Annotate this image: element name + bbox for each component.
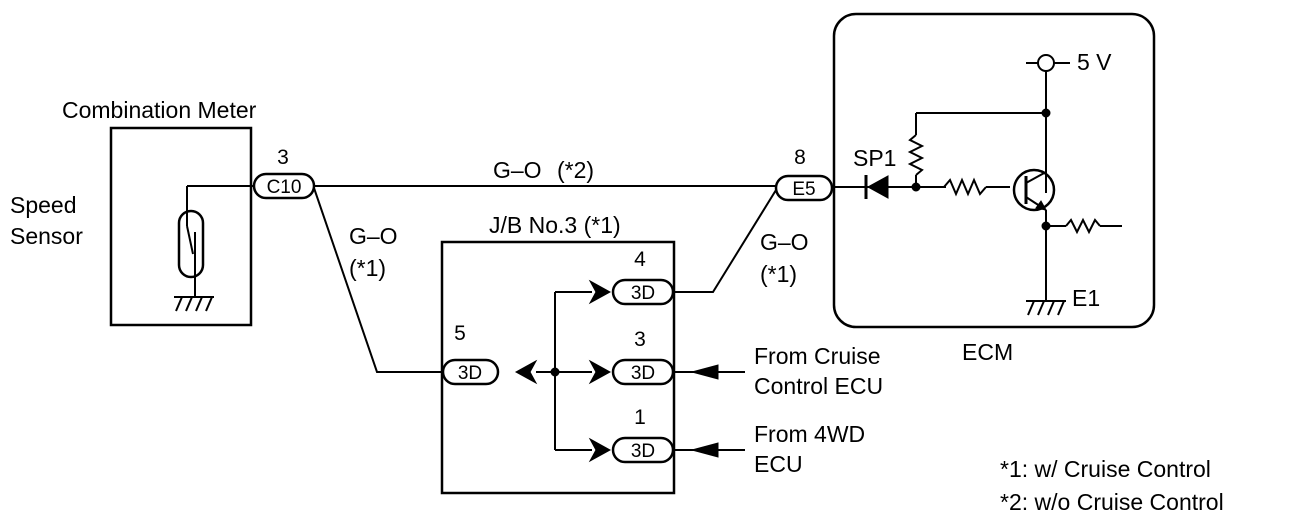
connector-c10-pin: 3 [277, 146, 289, 169]
wire-top-color: G–O [493, 157, 542, 183]
connector-3d-pin1: 1 3D [611, 406, 675, 464]
ground-e1-label: E1 [1072, 285, 1100, 311]
input-arrows [674, 364, 745, 458]
wire-top-note: (*2) [557, 157, 594, 183]
ecm-ground-icon [1026, 300, 1066, 316]
from-cruise-label-line1: From Cruise [754, 343, 881, 369]
emitter-resistor-icon [1065, 217, 1101, 235]
connector-3d-pin5-number: 5 [454, 322, 466, 345]
junction-dot [550, 367, 560, 377]
connector-3d-pin1-name: 3D [631, 441, 655, 462]
connector-3d-pin4-name: 3D [631, 283, 655, 304]
chevron-right-icon-top [588, 279, 612, 305]
from-cruise-label-line2: Control ECU [754, 373, 883, 399]
connector-3d-pin3-name: 3D [631, 363, 655, 384]
connector-e5-name: E5 [792, 179, 815, 200]
ecm: ECM 5 V SP1 [832, 12, 1156, 365]
speed-sensor-label-line1: Speed [10, 192, 77, 218]
chevron-right-icon-mid [588, 359, 612, 385]
wire-left-color: G–O [349, 223, 398, 249]
note-2: *2: w/o Cruise Control [1000, 489, 1224, 515]
note-1: *1: w/ Cruise Control [1000, 456, 1211, 482]
ecm-box [832, 12, 1156, 329]
sp1-label: SP1 [853, 145, 896, 171]
wire-left-note: (*1) [349, 255, 386, 281]
diode-icon [864, 175, 889, 199]
chevron-right-icon-bot [588, 437, 612, 463]
junction-block: J/B No.3 (*1) 5 3D 4 3D 3 3D [440, 212, 676, 495]
junction-block-box [440, 240, 676, 495]
wire-right-note: (*1) [760, 261, 797, 287]
from-4wd-label-line2: ECU [754, 451, 803, 477]
supply-voltage-label: 5 V [1077, 49, 1112, 75]
wire-right-color: G–O [760, 229, 809, 255]
junction-block-title: J/B No.3 (*1) [489, 212, 621, 238]
connector-3d-pin5: 5 3D [441, 322, 500, 386]
arrow-left-icon-4wd [690, 442, 719, 458]
connector-3d-pin1-number: 1 [634, 406, 646, 429]
node-dot-input [911, 182, 921, 192]
wires [313, 185, 777, 373]
base-resistor-icon [943, 177, 987, 197]
pullup-resistor-icon [907, 134, 925, 176]
connector-3d-pin3-number: 3 [634, 328, 646, 351]
chevron-left-icon [514, 359, 538, 385]
connector-c10: 3 C10 [252, 146, 316, 200]
connector-c10-name: C10 [267, 177, 302, 198]
connector-3d-pin3: 3 3D [611, 328, 675, 386]
supply-5v-icon [1026, 54, 1070, 193]
speed-sensor-label-line2: Sensor [10, 223, 83, 249]
combination-meter: Combination Meter Speed Sensor [10, 97, 262, 327]
connector-3d-pin4-number: 4 [634, 248, 646, 271]
combination-meter-box [109, 126, 253, 327]
connector-3d-pin5-name: 3D [458, 363, 482, 384]
transistor-icon [1012, 168, 1056, 212]
connector-3d-pin4: 4 3D [611, 248, 675, 306]
arrow-left-icon-cruise [690, 364, 719, 380]
from-4wd-label-line1: From 4WD [754, 421, 865, 447]
speed-sensor-icon [177, 185, 262, 297]
connector-e5-pin: 8 [794, 146, 806, 169]
connector-e5: 8 E5 [774, 146, 834, 202]
combination-meter-title: Combination Meter [62, 97, 257, 123]
meter-ground-icon [174, 296, 214, 312]
ecm-label: ECM [962, 339, 1013, 365]
